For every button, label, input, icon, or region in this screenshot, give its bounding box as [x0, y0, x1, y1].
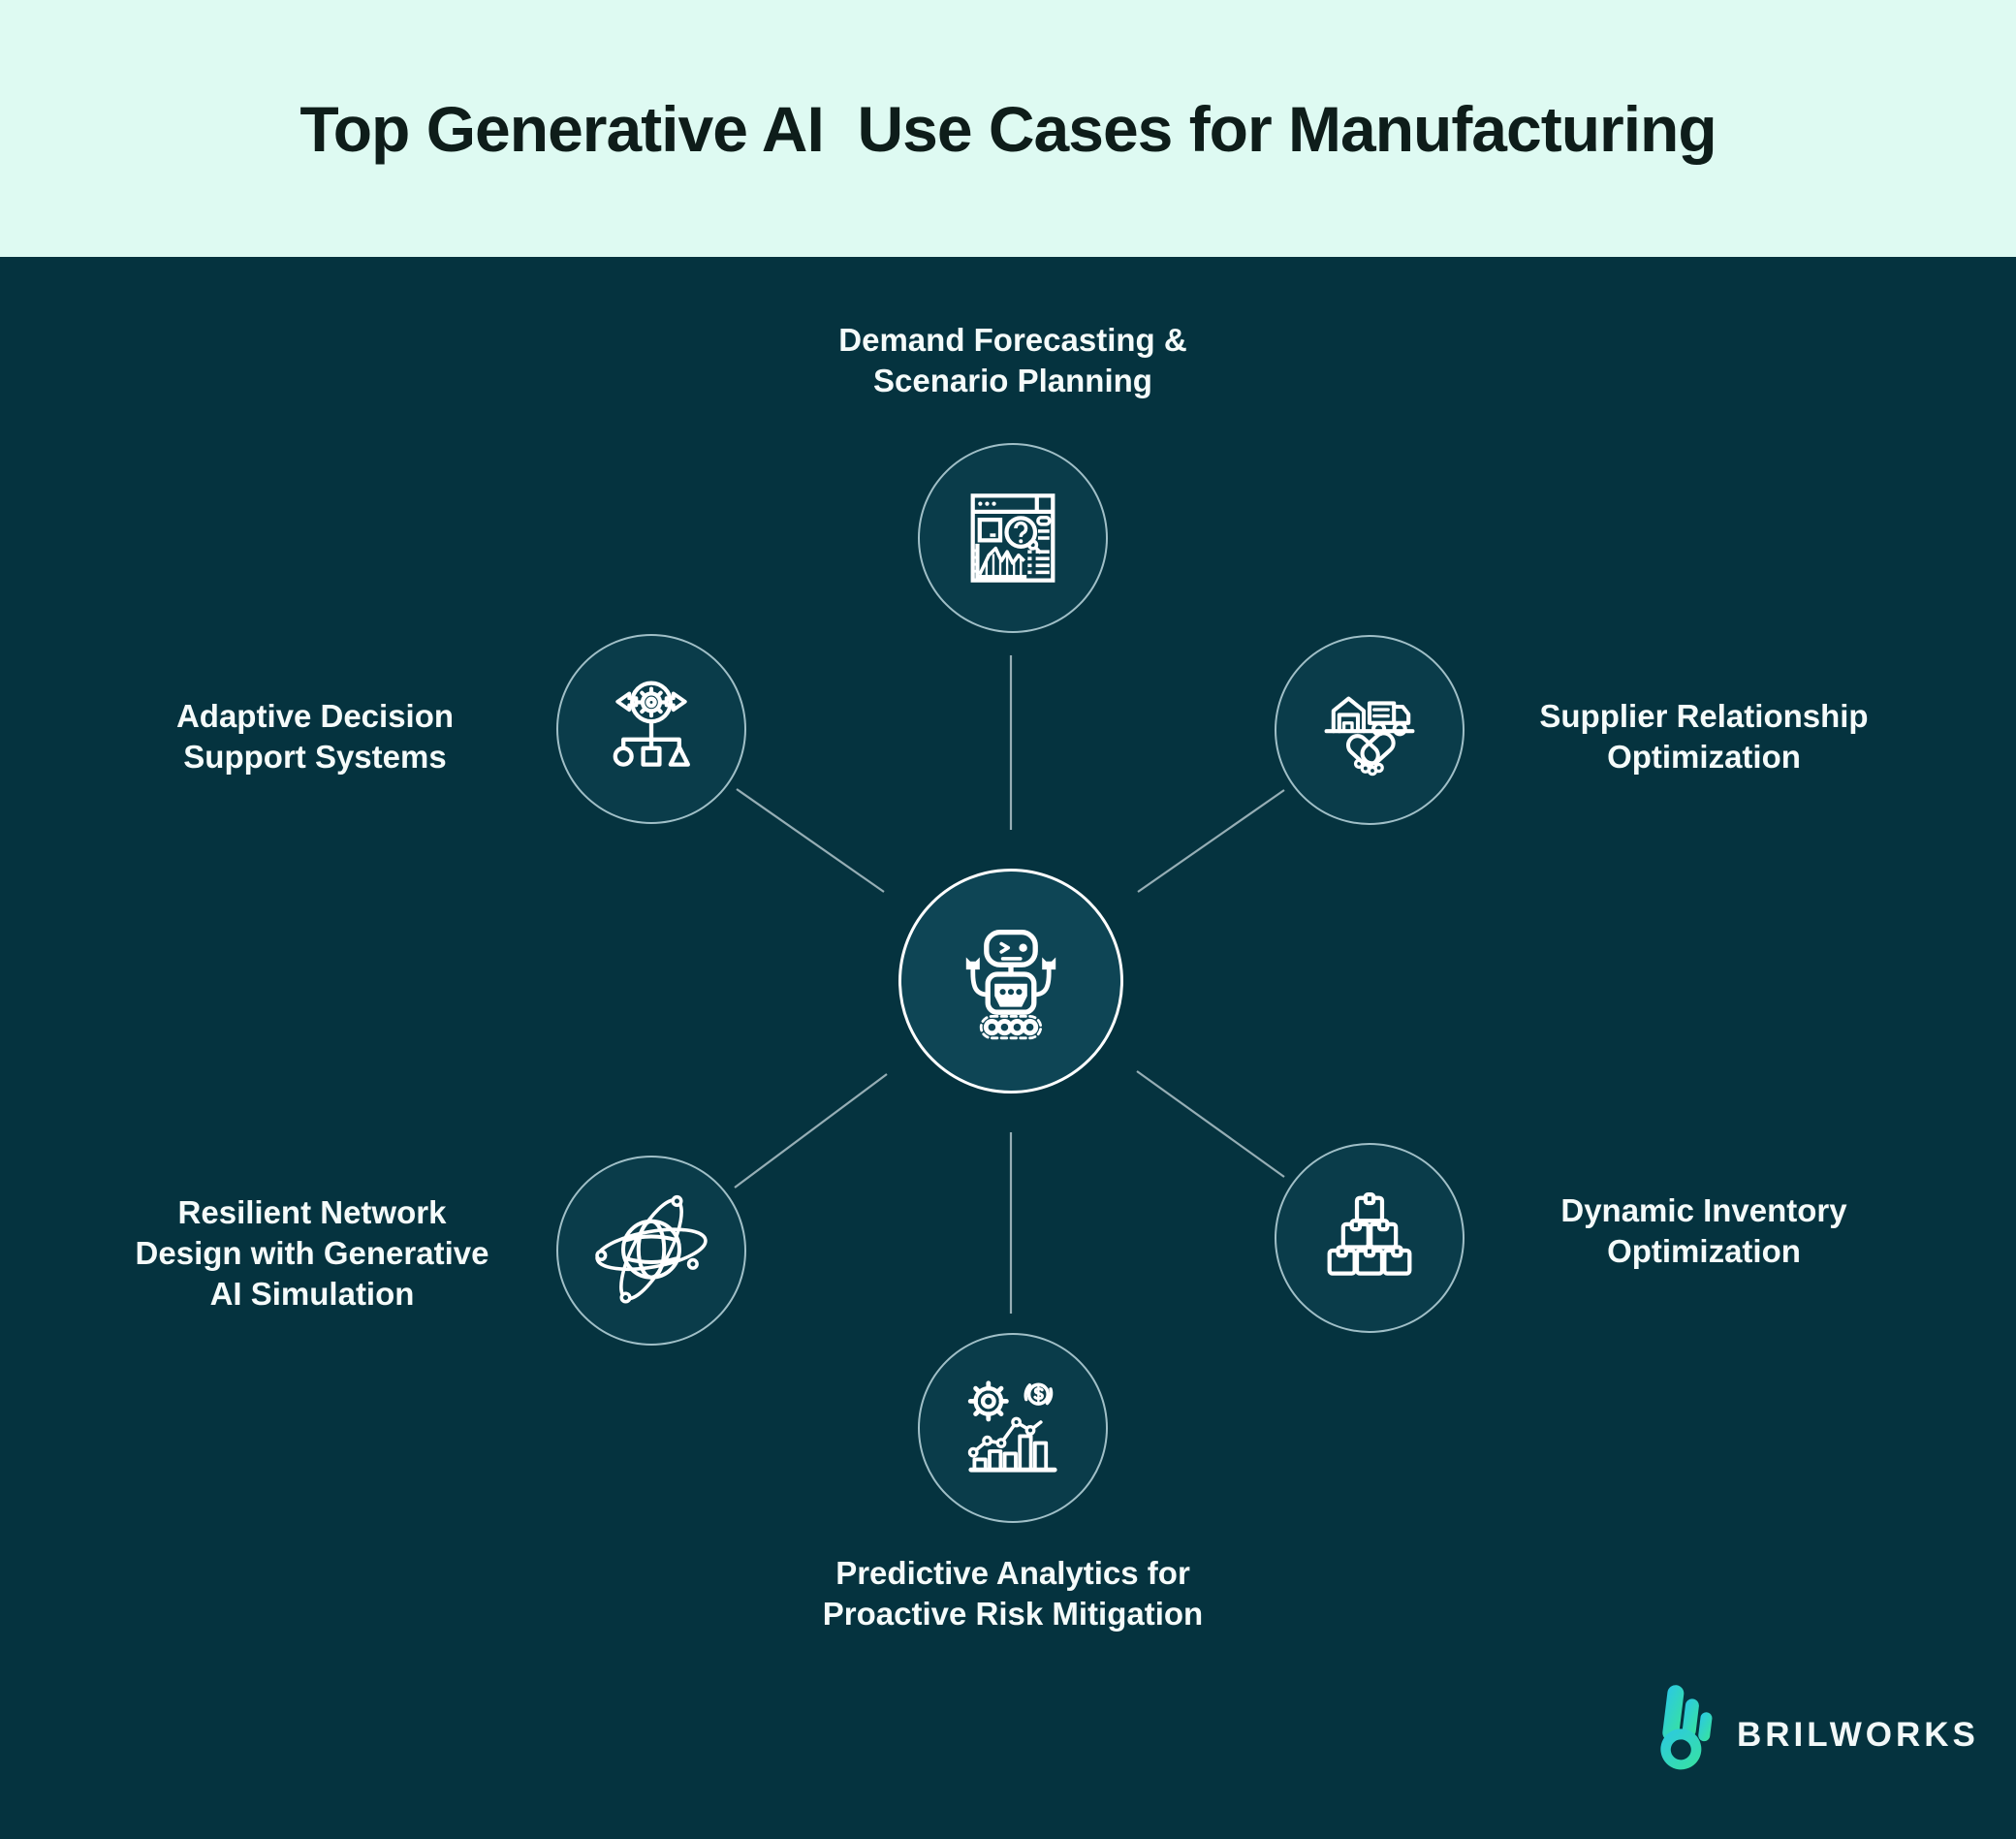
warehouse-truck-handshake-icon [1324, 696, 1415, 777]
forecast-dashboard-icon [970, 493, 1055, 583]
connector-right-bottom [1136, 1070, 1285, 1178]
node-dynamic-inventory [1275, 1143, 1465, 1333]
hub-node [898, 869, 1123, 1094]
connector-right-top [1137, 789, 1285, 893]
gear-dollar-chart-icon [967, 1380, 1057, 1473]
label-line: Design with Generative [135, 1235, 489, 1271]
gear-decision-tree-icon [613, 681, 690, 767]
connector-left-top [736, 788, 885, 893]
label-line: Dynamic Inventory [1560, 1192, 1847, 1228]
brand-footer: BRILWORKS [1659, 1685, 1979, 1772]
brand-name: BRILWORKS [1737, 1716, 1979, 1754]
header-band: Top Generative AI Use Cases for Manufact… [0, 0, 2016, 257]
label-line: Optimization [1607, 1233, 1801, 1269]
node-demand-forecasting [918, 443, 1108, 633]
brilworks-logo-icon [1660, 1685, 1713, 1770]
label-line: Adaptive Decision [175, 698, 455, 734]
label-line: AI Simulation [209, 1276, 415, 1312]
node-supplier-relationship [1275, 635, 1465, 825]
label-line: Resilient Network [177, 1194, 447, 1230]
node-resilient-network [556, 1156, 746, 1346]
node-predictive-analytics [918, 1333, 1108, 1523]
globe-orbit-network-icon [595, 1194, 708, 1304]
label-supplier-relationship: Supplier Relationship Optimization [1462, 696, 1946, 777]
robot-icon [965, 929, 1056, 1040]
connector-left-bottom [734, 1073, 888, 1189]
label-resilient-network: Resilient Network Design with Generative… [70, 1192, 554, 1315]
label-dynamic-inventory: Dynamic Inventory Optimization [1462, 1190, 1946, 1272]
node-adaptive-decision [556, 634, 746, 824]
stacked-boxes-icon [1327, 1192, 1412, 1276]
label-line: Proactive Risk Mitigation [822, 1596, 1204, 1632]
label-line: Demand Forecasting & [838, 322, 1187, 358]
label-predictive-analytics: Predictive Analytics for Proactive Risk … [577, 1553, 1449, 1634]
label-demand-forecasting: Demand Forecasting & Scenario Planning [577, 320, 1449, 401]
label-line: Scenario Planning [873, 363, 1152, 398]
label-adaptive-decision: Adaptive Decision Support Systems [73, 696, 557, 777]
page-title: Top Generative AI Use Cases for Manufact… [299, 92, 1717, 165]
label-line: Optimization [1607, 739, 1801, 775]
label-line: Support Systems [183, 739, 447, 775]
label-line: Supplier Relationship [1539, 698, 1869, 734]
label-line: Predictive Analytics for [835, 1555, 1190, 1591]
